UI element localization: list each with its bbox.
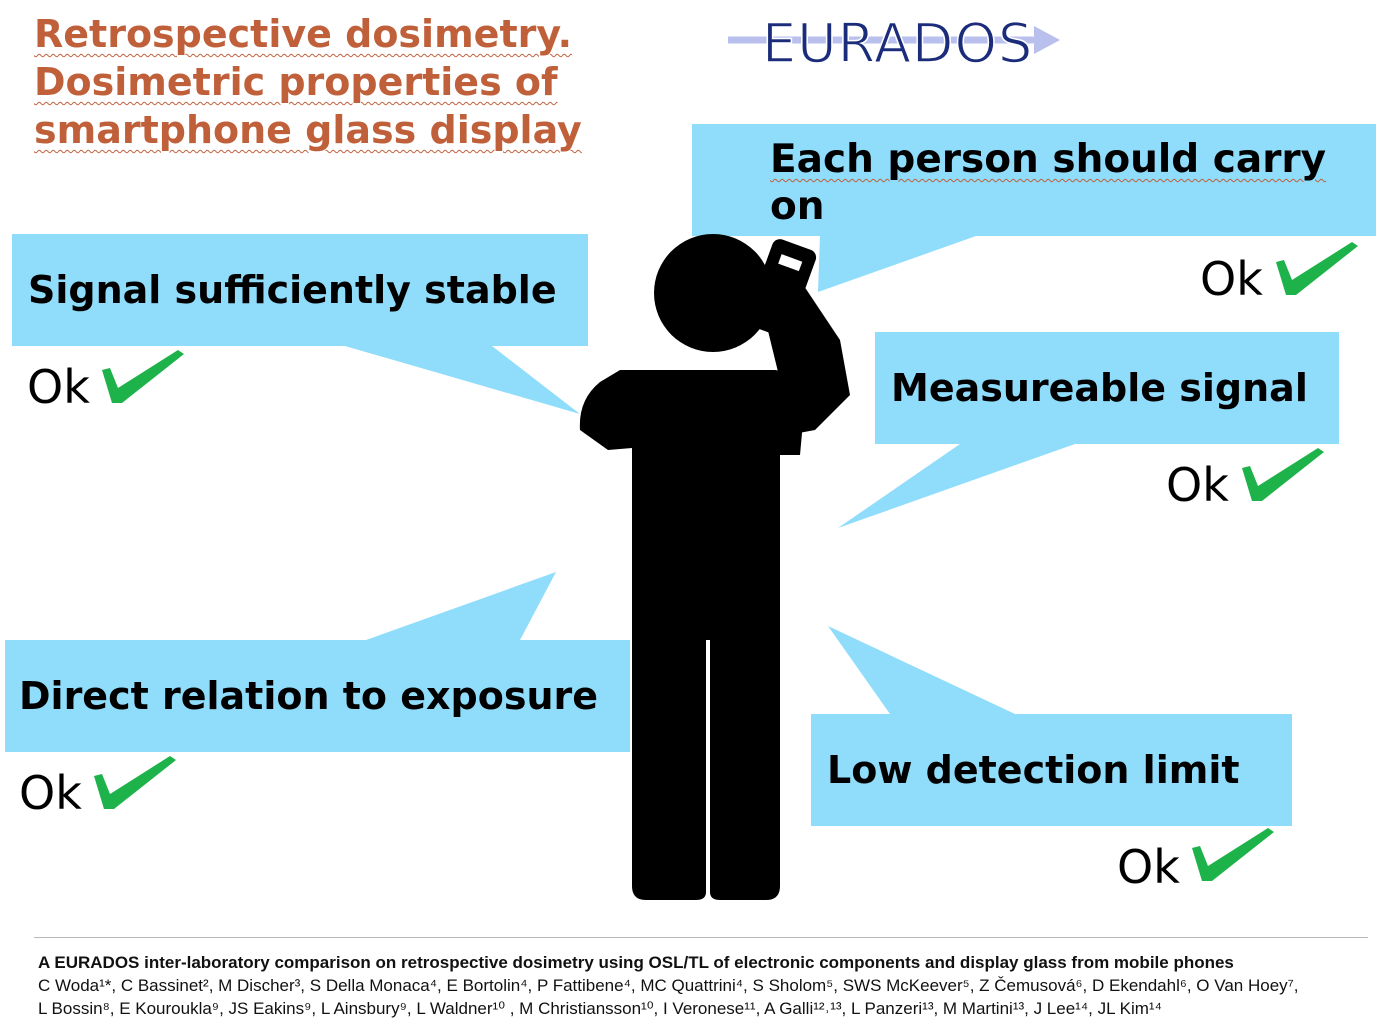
eurados-logo: EURADOS: [728, 12, 1060, 74]
tail-low: [828, 626, 1015, 714]
bubble-stable: Signal sufficiently stable: [12, 234, 588, 346]
checkmark-icon: [1276, 242, 1358, 295]
poster-title: Retrospective dosimetry. Dosimetric prop…: [34, 10, 674, 154]
tail-direct: [366, 572, 556, 640]
checkmark-icon: [1242, 448, 1324, 501]
bubble-measure-label: Measureable signal: [891, 366, 1308, 410]
reference-title: A EURADOS inter-laboratory comparison on…: [38, 953, 1234, 972]
bubble-carry-line-2: on: [770, 184, 825, 229]
checkmark-icon: [1192, 828, 1274, 881]
phone-screen: [778, 254, 803, 272]
ok-stable: Ok: [27, 360, 90, 414]
checkmark-icon: [102, 350, 184, 403]
title-line-2: Dosimetric properties of: [34, 60, 558, 104]
reference-authors-line-1: C Woda¹*, C Bassinet², M Discher³, S Del…: [38, 976, 1299, 995]
reference-authors-line-2: L Bossin⁸, E Kouroukla⁹, JS Eakins⁹, L A…: [38, 999, 1162, 1018]
left-leg: [632, 600, 706, 900]
bubble-carry-line-1: Each person should carry: [770, 137, 1327, 182]
ok-direct: Ok: [19, 766, 82, 820]
checkmark-icon: [94, 756, 176, 809]
logo-text: EURADOS: [762, 12, 1033, 74]
bubble-low: Low detection limit: [811, 714, 1292, 826]
ok-measure: Ok: [1166, 458, 1229, 512]
head: [654, 234, 772, 352]
bubble-direct-label: Direct relation to exposure: [19, 674, 599, 718]
tail-measure: [838, 444, 1075, 528]
title-line-1: Retrospective dosimetry.: [34, 12, 573, 56]
tail-stable: [345, 346, 580, 414]
ok-carry: Ok: [1200, 252, 1263, 306]
bubble-measure: Measureable signal: [875, 332, 1339, 444]
reference-block: A EURADOS inter-laboratory comparison on…: [38, 951, 1378, 1020]
right-leg: [710, 600, 780, 900]
bubble-carry: Each person should carry on: [692, 124, 1376, 236]
bubble-stable-label: Signal sufficiently stable: [28, 268, 557, 312]
tail-carry: [818, 236, 976, 292]
bubble-direct: Direct relation to exposure: [5, 640, 630, 752]
torso: [579, 370, 805, 640]
ok-low: Ok: [1117, 840, 1180, 894]
logo-arrow-head: [1034, 26, 1060, 54]
bubble-low-label: Low detection limit: [827, 748, 1240, 792]
title-line-3: smartphone glass display: [34, 108, 582, 152]
footer-divider: [34, 937, 1368, 938]
